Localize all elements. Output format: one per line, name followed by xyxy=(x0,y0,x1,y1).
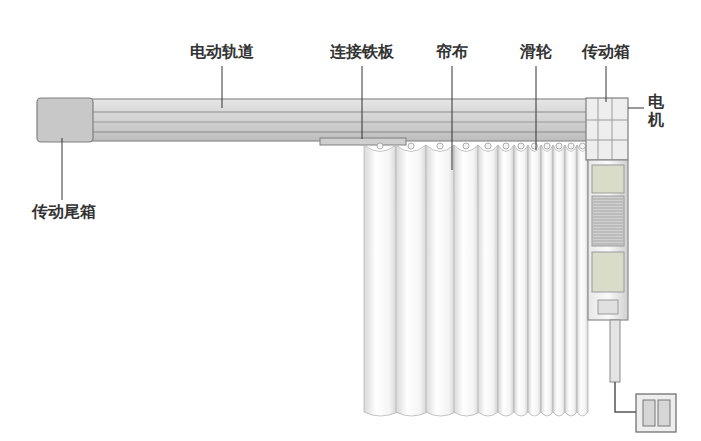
curtain-fold xyxy=(396,145,428,416)
coil-line xyxy=(593,229,623,230)
coil-line xyxy=(593,205,623,206)
cable xyxy=(615,382,636,412)
curtain-fold xyxy=(454,145,480,416)
coil-line xyxy=(593,238,623,239)
curtain-fold xyxy=(565,145,577,416)
drive-box xyxy=(586,98,628,160)
pulley xyxy=(503,143,509,149)
connect-plate xyxy=(320,138,406,145)
coil-line xyxy=(593,214,623,215)
coil-line xyxy=(593,220,623,221)
part-label: 电机 xyxy=(648,92,664,129)
coil-line xyxy=(593,199,623,200)
curtain-fold xyxy=(577,145,588,416)
part-label: 传动尾箱 xyxy=(30,202,98,221)
coil-line xyxy=(593,211,623,212)
drive-box-line xyxy=(586,120,628,121)
drive-box-line xyxy=(586,140,628,141)
pulley xyxy=(544,143,550,149)
pulley xyxy=(568,143,574,149)
leader-line xyxy=(452,66,453,170)
leader-line xyxy=(362,66,363,139)
coil-line xyxy=(593,226,623,227)
pulley xyxy=(463,143,469,149)
curtain-fold xyxy=(528,145,541,416)
curtain-fold xyxy=(364,145,398,416)
curtain-fold xyxy=(426,145,456,416)
track-line xyxy=(92,112,588,113)
curtain-fold xyxy=(553,145,565,416)
coil-line xyxy=(593,241,623,242)
pulley xyxy=(437,143,443,149)
pulley xyxy=(518,143,524,149)
pulley xyxy=(556,143,562,149)
coil-line xyxy=(593,223,623,224)
coil-line xyxy=(593,232,623,233)
cable-plug xyxy=(610,320,620,382)
drive-box-line xyxy=(612,98,613,160)
part-label: 传动箱 xyxy=(580,42,632,61)
leader-line xyxy=(222,66,223,108)
coil-line xyxy=(593,202,623,203)
track-line xyxy=(92,132,588,133)
motor-coil-lines xyxy=(593,199,623,244)
switch-key xyxy=(643,400,655,426)
leader-line xyxy=(536,66,537,150)
pulley xyxy=(408,143,414,149)
pulley xyxy=(532,143,538,149)
motor-part xyxy=(592,165,624,193)
coil-line xyxy=(593,208,623,209)
part-label: 帘布 xyxy=(434,42,470,61)
tail-box xyxy=(37,98,93,142)
curtain-fold xyxy=(514,145,528,416)
part-label: 电动轨道 xyxy=(188,42,256,61)
pulley xyxy=(485,143,491,149)
track-line xyxy=(92,122,588,123)
wall-switch xyxy=(636,394,676,432)
curtain-cloth xyxy=(364,143,588,416)
motor-coil xyxy=(592,196,624,246)
drive-box-line xyxy=(598,98,599,160)
curtain-fold xyxy=(541,145,553,416)
leader-line xyxy=(62,138,63,200)
coil-line xyxy=(593,235,623,236)
leader-line xyxy=(606,66,607,102)
coil-line xyxy=(593,217,623,218)
part-label: 滑轮 xyxy=(518,42,554,61)
curtain-fold xyxy=(498,145,514,416)
pulley xyxy=(377,143,383,149)
switch-key xyxy=(658,400,670,426)
curtain-fold xyxy=(478,145,498,416)
pulley xyxy=(580,143,586,149)
motor xyxy=(588,160,628,320)
leader-line xyxy=(628,108,644,109)
part-label: 连接铁板 xyxy=(328,42,396,61)
electric-track xyxy=(40,99,590,141)
motor-end xyxy=(598,300,618,314)
coil-line xyxy=(593,244,623,245)
motor-part xyxy=(592,252,624,292)
